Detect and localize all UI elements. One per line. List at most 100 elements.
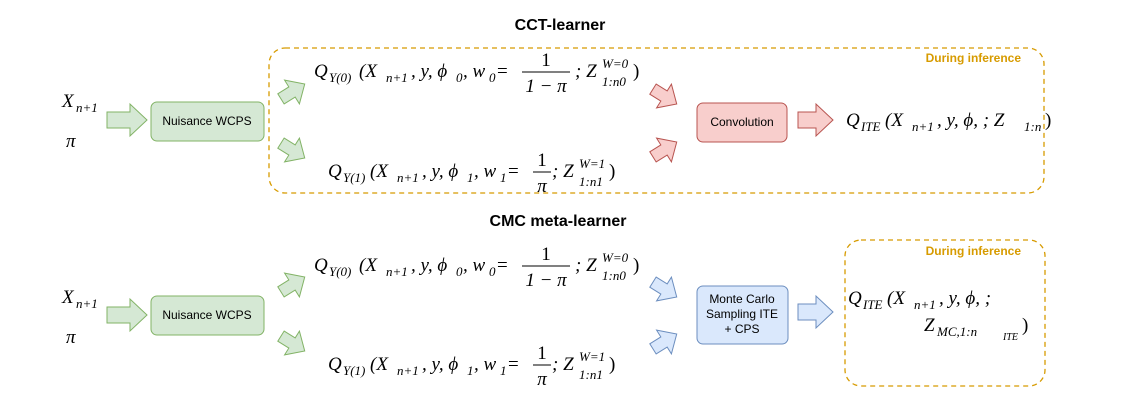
svg-text:ITE: ITE xyxy=(1002,332,1018,343)
svg-text:ITE: ITE xyxy=(860,119,881,134)
svg-text:Y(0): Y(0) xyxy=(329,70,351,85)
cmc-nuisance-label: Nuisance WCPS xyxy=(162,308,251,322)
svg-text:, y, ϕ: , y, ϕ xyxy=(411,61,447,82)
svg-text:Y(0): Y(0) xyxy=(329,264,351,279)
svg-text:1: 1 xyxy=(467,170,474,185)
svg-text:1 − π: 1 − π xyxy=(525,76,567,97)
convolution-label: Convolution xyxy=(710,115,773,129)
svg-text:): ) xyxy=(1045,110,1051,131)
cmc-inference-region xyxy=(844,239,1046,387)
cct-red-arrow-down xyxy=(649,82,678,109)
svg-text:Q: Q xyxy=(314,255,328,276)
svg-text:): ) xyxy=(633,61,639,82)
svg-text:ITE: ITE xyxy=(862,297,883,312)
svg-text:0: 0 xyxy=(489,264,496,279)
svg-text:; Z: ; Z xyxy=(575,61,597,82)
svg-text:n+1: n+1 xyxy=(76,100,98,115)
svg-text:Q: Q xyxy=(328,354,342,375)
svg-text:; Z: ; Z xyxy=(552,161,574,182)
svg-text:n+1: n+1 xyxy=(397,363,419,378)
svg-text:, w: , w xyxy=(463,61,486,82)
cmc-input-arrow xyxy=(106,297,148,333)
cct-arrow-up xyxy=(277,79,306,106)
svg-text:π: π xyxy=(537,369,547,390)
cct-during-inference-label: During inference xyxy=(926,51,1022,65)
svg-text:; Z: ; Z xyxy=(552,354,574,375)
svg-text:Q: Q xyxy=(328,161,342,182)
svg-text:Y(1): Y(1) xyxy=(343,363,365,378)
svg-text:n+1: n+1 xyxy=(386,70,408,85)
cmc-arrow-down xyxy=(277,329,306,356)
svg-text:n+1: n+1 xyxy=(386,264,408,279)
svg-text:, w: , w xyxy=(463,255,486,276)
svg-text:1: 1 xyxy=(467,363,474,378)
svg-text:1 − π: 1 − π xyxy=(525,270,567,291)
svg-text:, y, ϕ: , y, ϕ xyxy=(411,255,447,276)
monte-carlo-label-line1: Monte Carlo xyxy=(709,292,775,306)
cct-input-x: X n+1 xyxy=(61,91,98,115)
svg-text:(X: (X xyxy=(370,354,389,375)
cct-nuisance-box xyxy=(150,101,265,142)
svg-text:1:n0: 1:n0 xyxy=(602,268,626,283)
cmc-q-ite-formula: Q ITE (X n+1 , y, ϕ, ; Z MC,1:n ITE ) xyxy=(848,288,1028,343)
svg-text:X: X xyxy=(61,287,75,308)
svg-text:1: 1 xyxy=(541,50,551,71)
svg-text:, w: , w xyxy=(474,161,497,182)
svg-text:Q: Q xyxy=(846,110,860,131)
svg-text:(X: (X xyxy=(885,110,904,131)
svg-text:, y, ϕ, ; Z: , y, ϕ, ; Z xyxy=(937,110,1005,131)
cmc-input-pi: π xyxy=(66,327,76,348)
cct-nuisance-label: Nuisance WCPS xyxy=(162,114,251,128)
svg-text:1:n1: 1:n1 xyxy=(579,367,603,382)
svg-text:(X: (X xyxy=(359,255,378,276)
svg-text:n+1: n+1 xyxy=(397,170,419,185)
svg-text:): ) xyxy=(609,354,615,375)
cmc-input-x: X n+1 xyxy=(61,287,98,311)
cmc-q-y0-formula: Q Y(0) (X n+1 , y, ϕ 0 , w 0 = 1 1 − π ;… xyxy=(314,244,639,291)
cct-learner-title: CCT-learner xyxy=(515,17,606,34)
svg-text:1:n: 1:n xyxy=(1024,119,1041,134)
cct-output-arrow xyxy=(797,102,834,138)
cct-input-arrow xyxy=(106,102,148,138)
svg-text:): ) xyxy=(633,255,639,276)
svg-text:1: 1 xyxy=(541,244,551,265)
svg-text:; Z: ; Z xyxy=(575,255,597,276)
svg-text:, y, ϕ, ;: , y, ϕ, ; xyxy=(939,288,991,309)
svg-text:1:n0: 1:n0 xyxy=(602,74,626,89)
svg-text:1: 1 xyxy=(500,170,507,185)
svg-text:): ) xyxy=(609,161,615,182)
svg-text:1: 1 xyxy=(500,363,507,378)
svg-text:n+1: n+1 xyxy=(914,297,936,312)
svg-text:Y(1): Y(1) xyxy=(343,170,365,185)
cct-inference-region xyxy=(268,47,1045,194)
svg-text:0: 0 xyxy=(456,70,463,85)
svg-text:, w: , w xyxy=(474,354,497,375)
cmc-output-arrow xyxy=(797,294,834,330)
monte-carlo-label-line2: Sampling ITE xyxy=(706,307,778,321)
cmc-meta-learner-title: CMC meta-learner xyxy=(490,213,627,230)
svg-text:n+1: n+1 xyxy=(76,296,98,311)
cct-q-y0-formula: Q Y(0) (X n+1 , y, ϕ 0 , w 0 = 1 1 − π ;… xyxy=(314,50,639,97)
svg-text:Z: Z xyxy=(924,315,935,336)
svg-text:n+1: n+1 xyxy=(912,119,934,134)
svg-text:W=1: W=1 xyxy=(579,349,605,364)
monte-carlo-box xyxy=(696,285,789,345)
svg-text:(X: (X xyxy=(370,161,389,182)
svg-text:W=1: W=1 xyxy=(579,156,605,171)
svg-text:Q: Q xyxy=(848,288,862,309)
svg-text:): ) xyxy=(1022,315,1028,336)
svg-text:(X: (X xyxy=(359,61,378,82)
cmc-blue-arrow-down xyxy=(649,275,678,302)
monte-carlo-label-line3: + CPS xyxy=(724,322,759,336)
cct-arrow-down xyxy=(277,136,306,163)
svg-text:=: = xyxy=(508,354,519,375)
cmc-during-inference-label: During inference xyxy=(926,244,1022,258)
svg-text:0: 0 xyxy=(456,264,463,279)
svg-text:W=0: W=0 xyxy=(602,56,629,71)
svg-text:=: = xyxy=(497,255,508,276)
svg-text:, y, ϕ: , y, ϕ xyxy=(422,161,458,182)
svg-text:, y, ϕ: , y, ϕ xyxy=(422,354,458,375)
svg-text:W=0: W=0 xyxy=(602,250,629,265)
